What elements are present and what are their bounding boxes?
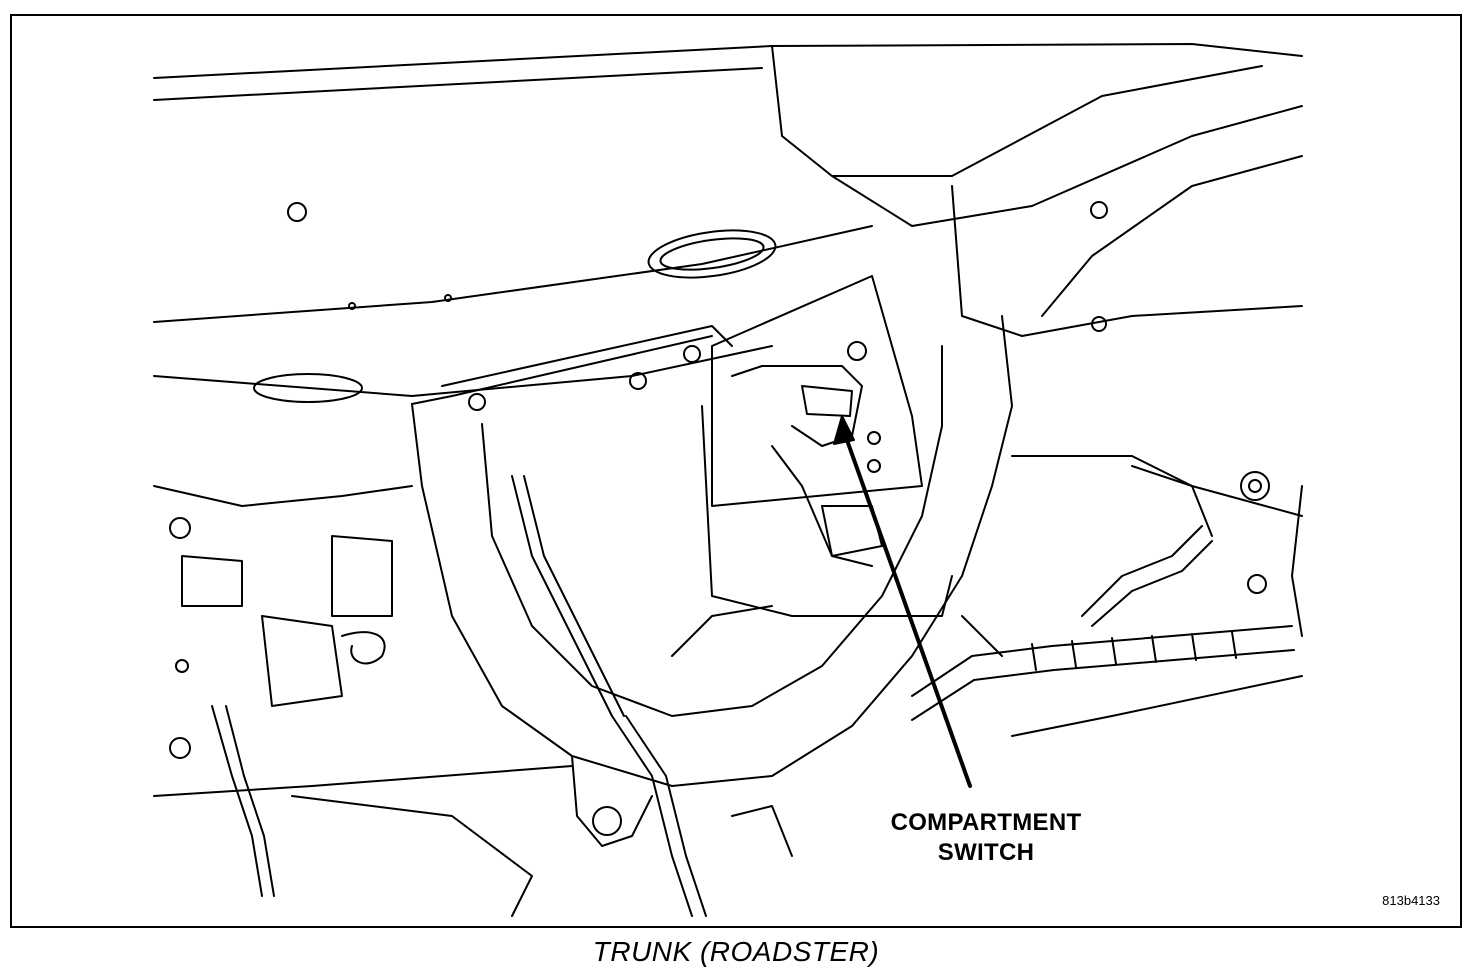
switch-bracket <box>701 275 953 617</box>
callout-line-1: COMPARTMENT <box>890 809 1082 836</box>
figure-caption: TRUNK (ROADSTER) <box>592 936 880 967</box>
right-body <box>1011 455 1303 737</box>
callout-line-2: SWITCH <box>937 839 1035 866</box>
compartment-switch-label: COMPARTMENT SWITCH <box>866 808 1106 868</box>
figure-id: 813b4133 <box>1382 893 1440 908</box>
diagram-frame: COMPARTMENT SWITCH 813b4133 <box>10 14 1462 928</box>
trunk-line-drawing <box>153 43 1303 917</box>
center-bracket <box>411 315 1013 847</box>
upper-panel <box>153 43 1303 403</box>
left-components <box>153 485 573 917</box>
callout-leader <box>833 415 972 788</box>
wiring-harness <box>511 465 1295 917</box>
